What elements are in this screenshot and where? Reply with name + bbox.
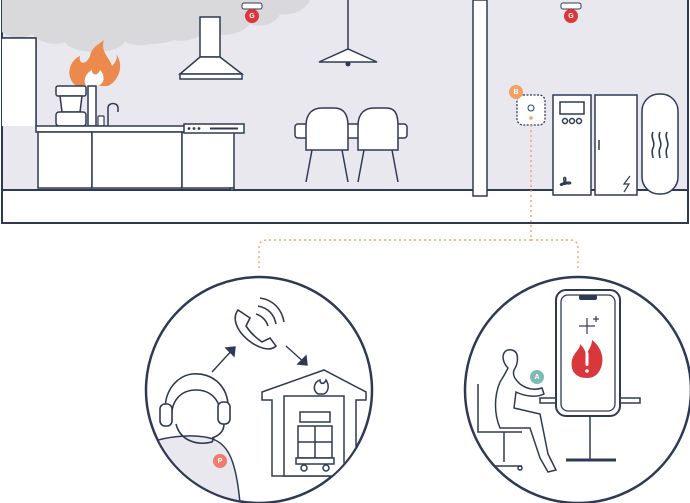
flame-icon [69,40,121,86]
smoke-cloud [2,0,310,52]
arrow-icon [211,346,236,373]
smoke-detector-icon [241,2,263,10]
kitchen-smoke-detector: G [241,2,263,23]
heat-icon [651,131,669,159]
building-cutaway: G G [1,0,689,224]
app-user-panel: A [463,275,690,503]
notification-link [258,125,579,268]
fire-station-icon [261,369,367,477]
headset-icon [159,373,231,444]
app-user-figure [494,349,558,473]
smartphone-icon [555,289,621,417]
dividing-pillar [472,0,488,197]
smoke-detector-icon [560,2,582,10]
app-user-badge: A [534,374,539,381]
coffee-machine [55,85,87,127]
electrical-cabinet [594,94,638,196]
arrow-icon [285,345,308,366]
gateway-icon [516,94,546,126]
gateway-badge: B [513,89,518,96]
fire-alert-icon [571,340,603,378]
hall-smoke-detector: G [560,2,582,23]
operator-badge: P [218,458,223,465]
pendant-lamp-icon [318,0,378,67]
lightning-icon [622,175,631,193]
hall-detector-badge: G [568,13,574,20]
dining-set [294,107,408,183]
phone-icon [234,297,285,350]
kitchen-detector-badge: G [249,13,255,20]
alarm-center-panel: P [144,275,374,503]
boiler-icon [641,93,679,195]
fan-icon [559,176,572,186]
range-hood-icon [177,16,245,80]
kitchen-counter [35,123,245,191]
sparkle-icon [579,316,599,334]
heat-pump-icon [552,94,592,196]
faucet [107,102,119,126]
